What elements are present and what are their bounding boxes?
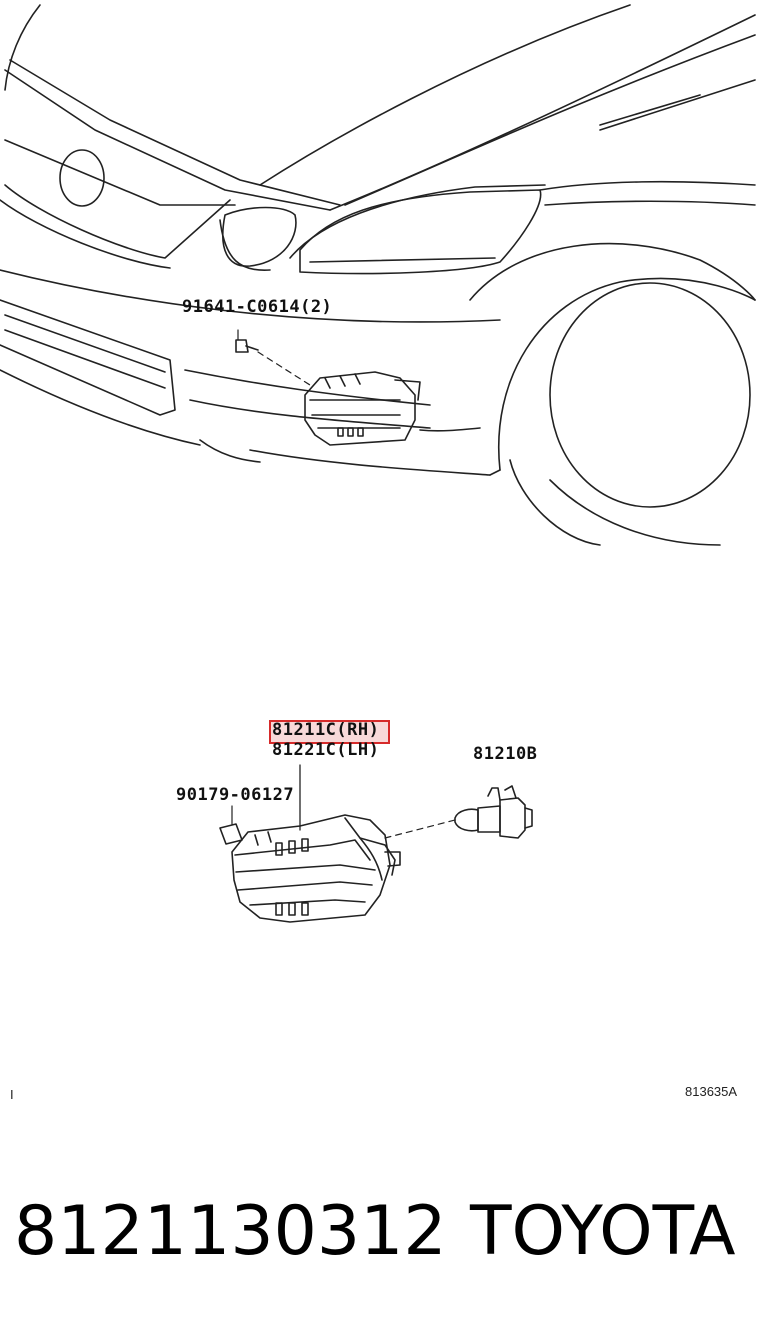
fog-lamp-assembly-illustration [219, 764, 533, 923]
car-front-illustration [0, 4, 756, 546]
bolt-part-label[interactable]: 91641-C0614(2) [182, 297, 333, 317]
clip-part-label[interactable]: 90179-06127 [176, 785, 295, 805]
fog-lamp-lh-part-label[interactable]: 81221C(LH) [272, 740, 380, 760]
part-number: 8121130312 [14, 1192, 447, 1271]
diagram-code: 813635A [685, 1084, 738, 1099]
left-marker: I [10, 1087, 14, 1102]
fog-lamp-rh-part-label[interactable]: 81211C(RH) [272, 720, 380, 740]
highlight-box [269, 720, 390, 744]
brand-name: TOYOTA [470, 1192, 736, 1271]
bulb-part-label[interactable]: 81210B [473, 744, 538, 764]
